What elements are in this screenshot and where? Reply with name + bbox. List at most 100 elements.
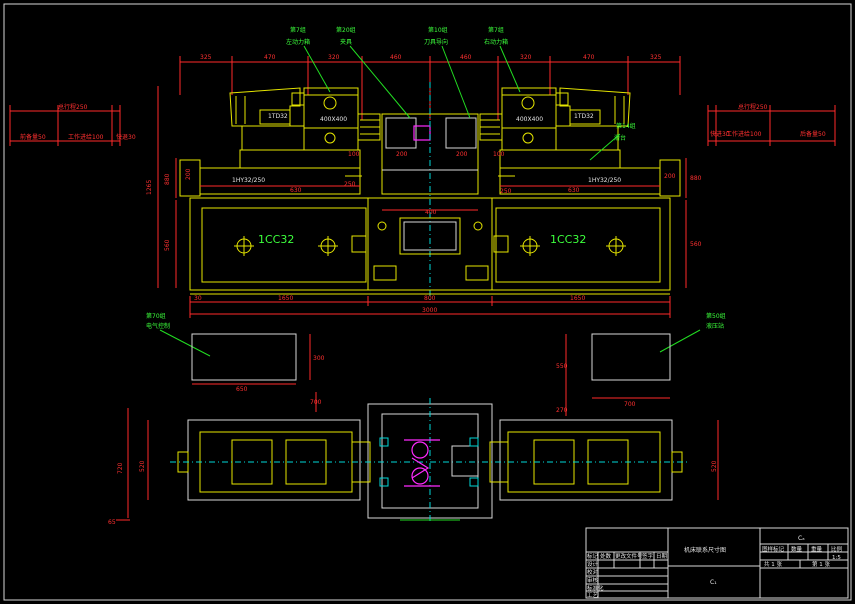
callout-electrical: 第70组 [146,312,166,320]
stroke-r-f2: 工作进给100 [726,130,762,138]
dim-plan-inner-l: 520 [139,460,146,472]
callout-fixture: 第20组 [336,26,356,34]
dim-elec-h: 300 [313,355,325,362]
dim-tiny-l: 100 [348,151,360,158]
elevation-view: 325 470 320 460 460 320 470 325 1265 880… [9,26,836,357]
title-block-mark-top: Cₐ [798,535,805,542]
callout-left-power-head-b: 左动力箱 [286,38,310,46]
dim-top-8: 325 [650,54,662,61]
dim-center: 400 [425,209,437,216]
slides [179,159,681,197]
dim-gap-l: 30 [194,295,202,302]
dim-top-1: 325 [200,54,212,61]
callout-hydraulic-b: 液压站 [706,322,724,330]
dim-top-2: 470 [264,54,276,61]
tb-col-5: 日期 [656,553,668,560]
dim-top-4: 460 [390,54,402,61]
dim-base-r: 1650 [570,295,585,302]
dim-elec-off: 700 [310,399,322,406]
dim-small-r: 200 [456,151,468,158]
dim-h-r1: 200 [664,173,676,180]
base-label-l: 1CC32 [258,233,294,246]
dim-slide-l: 630 [290,187,302,194]
base-label-r: 1CC32 [550,233,586,246]
tb-row-1: 设计 [587,560,599,568]
tb-scale: 1:5 [832,555,841,561]
dim-top-6: 320 [520,54,532,61]
tb-row-2: 校对 [587,568,599,576]
dim-total-width: 3000 [422,307,437,314]
dim-base-l: 1650 [278,295,293,302]
tb-row-5: 工艺 [587,592,599,599]
gear-label-l: 400X400 [320,116,347,123]
dim-hyd-off: 270 [556,407,568,414]
dim-tiny-r: 100 [493,151,505,158]
dim-height-side-r: 880 [690,175,702,182]
dim-height-total: 1265 [146,180,153,195]
stroke-r-total: 总行程250 [738,103,768,111]
callout-slide-b: 滑台 [614,134,626,142]
title-block-title: 机床联系尺寸图 [684,546,726,554]
tb-label-4: 比例 [831,545,843,553]
dim-hyd-h: 550 [556,363,568,370]
callout-electrical-b: 电气控制 [146,322,170,330]
tb-sheets: 共 1 张 [764,560,782,568]
callout-fixture-b: 夹具 [340,38,352,46]
left-power-head [229,87,381,169]
callout-tool-guide: 第10组 [428,26,448,34]
stroke-l-f3: 快退30 [116,133,136,141]
plan-view [170,398,690,524]
stroke-l-f0: 前备量50 [20,133,46,141]
stroke-l-f2: 工作进给100 [68,133,104,141]
callout-slide: 第14组 [616,122,636,130]
dim-height-side-l: 880 [164,173,171,185]
gear-label-r: 400X400 [516,116,543,123]
dim-top-7: 470 [583,54,595,61]
slide-label-r: 1HY32/250 [588,177,621,184]
dim-plan-outer: 720 [117,462,124,474]
tb-col-2: 处数 [600,552,612,560]
dim-plan-bottom: 65 [108,519,116,526]
tb-col-4: 签字 [642,552,654,560]
dim-small-l: 200 [396,151,408,158]
dim-height-base-r: 560 [690,241,702,248]
dim-elec-w: 650 [236,386,248,393]
callout-tool-guide-b: 刀具导向 [424,38,448,46]
stroke-r-f1: 快进30 [710,130,730,138]
stroke-r-f0: 后备量50 [800,130,826,138]
callout-right-power-head: 第7组 [488,26,504,34]
callout-right-power-head-b: 右动力箱 [484,38,508,46]
dim-top-5: 460 [460,54,472,61]
base-assembly [189,197,671,295]
dim-top-3: 320 [328,54,340,61]
fixture [381,82,479,300]
head-label-r: 1TD32 [574,113,594,120]
tb-label-3: 重量 [811,545,823,553]
head-label-l: 1TD32 [268,113,288,120]
dim-off-r: 250 [500,188,512,195]
tb-row-3: 审核 [587,576,599,584]
cabinets [191,333,671,416]
tb-sheet: 第 1 张 [812,560,830,568]
dim-off-l: 250 [344,181,356,188]
stroke-l-total: 总行程250 [58,103,88,111]
tb-label-1: 图样标记 [762,545,785,553]
dim-height-base-l: 560 [164,239,171,251]
dim-h-l1: 200 [185,168,192,180]
title-block-mark-left: C₁ [710,579,717,586]
right-power-head [479,87,631,169]
tb-col-1: 标记 [587,552,599,560]
dim-plan-inner-r: 520 [711,460,718,472]
dim-base-m: 800 [424,295,436,302]
tb-label-2: 数量 [791,545,803,553]
slide-label-l: 1HY32/250 [232,177,265,184]
drawing-frame [3,3,852,601]
tb-row-4: 标准化 [587,584,604,592]
callout-left-power-head: 第7组 [290,26,306,34]
dim-hyd-w: 700 [624,401,636,408]
title-block [585,527,849,599]
callout-hydraulic: 第50组 [706,312,726,320]
dim-slide-r: 630 [568,187,580,194]
tb-col-3: 更改文件号 [615,552,643,560]
